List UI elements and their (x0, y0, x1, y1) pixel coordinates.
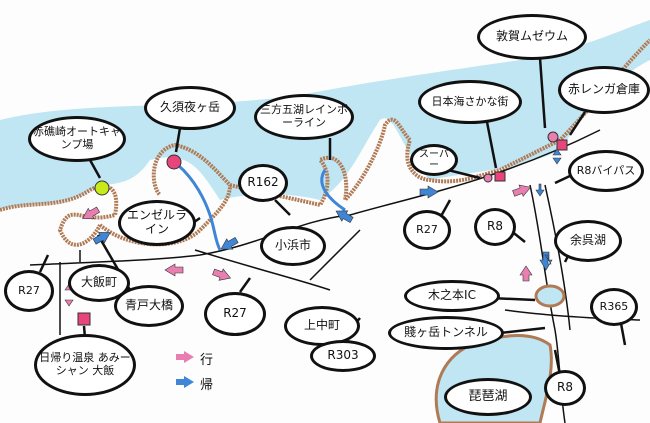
outbound-arrow (164, 263, 184, 277)
label-r8-mid: R8 (474, 208, 516, 246)
return-arrow (419, 185, 439, 199)
return-arrow (220, 236, 239, 250)
kusuyagatake-marker (166, 154, 182, 170)
outbound-arrow (212, 268, 232, 281)
label-tsuruga-museum: 敦賀ムゼウム (477, 14, 587, 60)
label-kusuyagatake: 久須夜ヶ岳 (144, 86, 236, 130)
return-arrow (335, 210, 354, 224)
label-r303: R303 (310, 340, 376, 372)
outbound-arrow (82, 206, 101, 220)
outbound-arrow (519, 265, 533, 282)
label-angel-line: エンゼルライン (118, 200, 196, 246)
museum-marker (547, 131, 559, 143)
label-r8-south: R8 (544, 370, 586, 406)
label-akasaki-camp: 赤礁崎オートキャンプ場 (28, 116, 126, 162)
label-r27-east: R27 (403, 210, 451, 250)
road (309, 229, 361, 281)
label-r365: R365 (590, 288, 638, 326)
label-r8-bypass: R8バイパス (568, 150, 644, 192)
outbound-arrow (512, 184, 532, 197)
sakana-machi-marker (494, 171, 506, 182)
outbound-arrows (64, 184, 533, 307)
label-onsen: 日帰り温泉 あみーシャン 大飯 (34, 334, 136, 396)
river (320, 169, 346, 212)
return-arrows (92, 148, 562, 271)
road (194, 249, 331, 291)
label-supermarket: スーパー (410, 144, 458, 176)
return-arrow (92, 232, 111, 245)
label-r27-west: R27 (4, 270, 54, 312)
label-red-brick: 赤レンガ倉庫 (558, 66, 650, 114)
label-sakana-machi: 日本海さかな街 (418, 80, 522, 124)
legend-outbound-label: 行 (200, 353, 214, 368)
label-ohi-town: 大飯町 (68, 264, 130, 302)
onsen-marker (77, 312, 91, 326)
label-r27-center: R27 (204, 292, 266, 336)
legend-outbound-arrow (176, 351, 194, 363)
return-arrow (552, 148, 562, 165)
label-aoto-bridge: 青戸大橋 (114, 285, 184, 327)
label-mikatagoko: 三方五湖レインボーライン (254, 94, 354, 140)
label-yogo-lake: 余呉湖 (554, 220, 622, 262)
legend-return-arrow (176, 376, 194, 388)
label-kinomoto-ic: 木之本IC (404, 280, 500, 312)
road-r8-bypass (544, 184, 571, 331)
return-arrow (535, 183, 545, 197)
coastline (0, 38, 650, 247)
river (177, 163, 222, 251)
red-brick-marker (556, 139, 568, 151)
label-biwako: 琵琶湖 (444, 378, 532, 416)
legend-return-label: 帰 (200, 378, 214, 393)
label-r162: R162 (238, 164, 288, 202)
road (59, 250, 81, 335)
return-arrow (539, 251, 553, 271)
camp-marker (94, 180, 110, 196)
legend-return: 帰 (200, 374, 213, 393)
yogo-lake (534, 284, 566, 308)
label-obama: 小浜市 (260, 226, 326, 266)
label-shizugatake-tunnel: 賤ヶ岳トンネル (388, 316, 504, 350)
supermarket-marker (483, 173, 493, 183)
legend-outbound: 行 (200, 349, 213, 368)
